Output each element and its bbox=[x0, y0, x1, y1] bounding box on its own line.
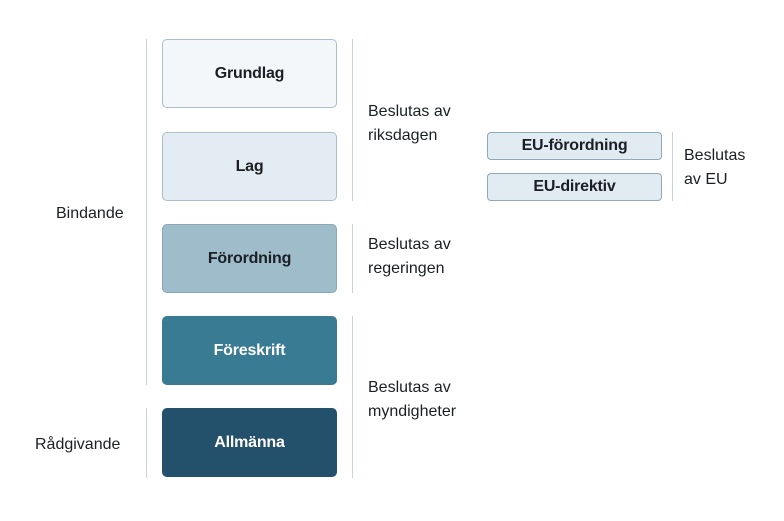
eu-forordning-box: EU-förordning bbox=[487, 132, 662, 160]
riksdagen-bracket-line bbox=[352, 39, 353, 201]
foreskrift-box: Föreskrift bbox=[162, 316, 337, 385]
regeringen-decision-line-1: Beslutas av bbox=[368, 236, 451, 253]
myndigheter-bracket-line bbox=[352, 316, 353, 478]
eu-bracket-line bbox=[672, 132, 673, 201]
allmanna-label: Allmänna bbox=[214, 433, 285, 451]
regeringen-decision-label: Beslutas av regeringen bbox=[368, 233, 451, 281]
riksdagen-decision-label: Beslutas av riksdagen bbox=[368, 100, 451, 148]
lag-label: Lag bbox=[235, 157, 264, 175]
regeringen-decision-line-2: regeringen bbox=[368, 260, 445, 277]
forordning-label: Förordning bbox=[207, 249, 292, 267]
advisory-category-label: Rådgivande bbox=[35, 436, 121, 453]
eu-decision-line-2: av EU bbox=[684, 171, 728, 188]
eu-decision-label: Beslutas av EU bbox=[684, 144, 745, 192]
eu-decision-line-1: Beslutas bbox=[684, 147, 746, 164]
regeringen-bracket-line bbox=[352, 224, 353, 293]
eu-direktiv-label: EU-direktiv bbox=[533, 178, 616, 195]
forordning-box: Förordning bbox=[162, 224, 337, 293]
riksdagen-decision-line-1: Beslutas av bbox=[368, 103, 451, 120]
lag-box: Lag bbox=[162, 132, 337, 201]
myndigheter-decision-line-2: myndigheter bbox=[368, 403, 457, 420]
foreskrift-label: Föreskrift bbox=[213, 341, 286, 359]
eu-direktiv-box: EU-direktiv bbox=[487, 173, 662, 201]
riksdagen-decision-line-2: riksdagen bbox=[368, 127, 438, 144]
binding-category-label: Bindande bbox=[56, 205, 124, 222]
eu-forordning-label: EU-förordning bbox=[521, 137, 628, 154]
grundlag-label: Grundlag bbox=[214, 64, 285, 82]
advisory-bracket-line bbox=[146, 408, 147, 478]
myndigheter-decision-line-1: Beslutas av bbox=[368, 379, 451, 396]
binding-bracket-line bbox=[146, 39, 147, 385]
myndigheter-decision-label: Beslutas av myndigheter bbox=[368, 376, 456, 424]
grundlag-box: Grundlag bbox=[162, 39, 337, 108]
allmanna-box: Allmänna bbox=[162, 408, 337, 477]
